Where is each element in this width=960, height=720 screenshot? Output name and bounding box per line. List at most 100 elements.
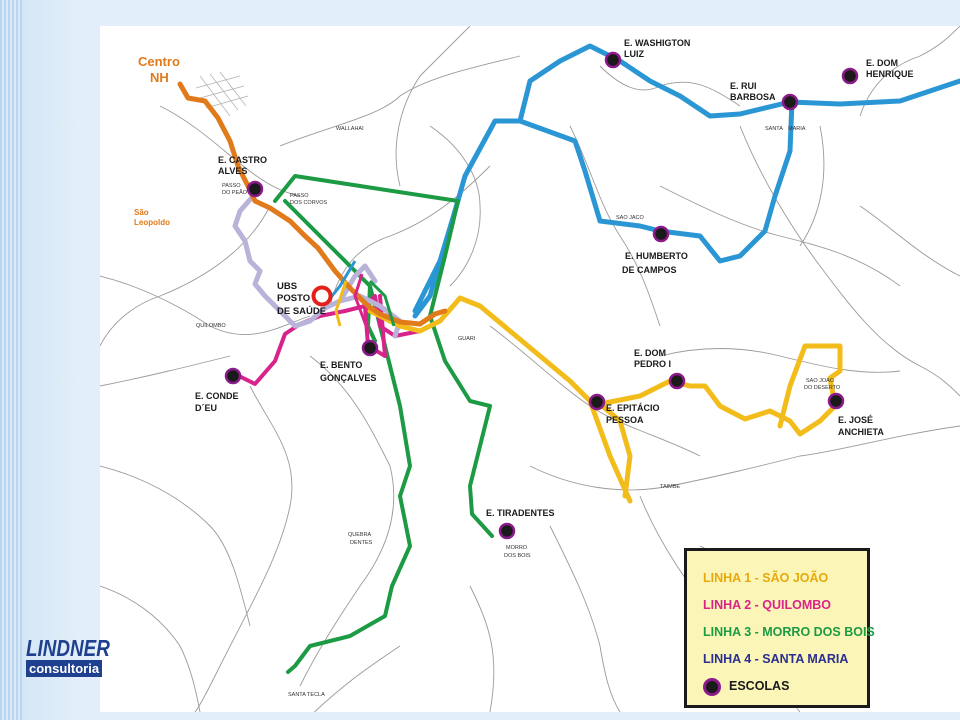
route-bundle [326,260,396,332]
school-label-jose-anchieta-2: ANCHIETA [838,427,884,437]
place-label-sao-joao-do-deserto-2: DO DESERTO [804,385,841,391]
road [329,165,491,307]
school-label-castro-alves-2: ALVES [218,166,247,176]
school-marker-epitacio-pessoa[interactable] [588,393,606,411]
place-label-sao-jaco: SAO JACO [616,215,645,221]
road [659,348,901,373]
school-marker-dom-pedro-i[interactable] [668,372,686,390]
place-label-quebra-dentes-1: QUEBRA [348,532,372,538]
road [549,525,621,712]
place-label-passo-do-peao-2: DO PEÃO [222,189,248,196]
school-label-dom-pedro-i-1: E. DOM [634,348,666,358]
road [279,55,521,147]
place-label-santa-maria: SANTA [765,126,783,132]
place-label-quilombo: QUILOMBO [196,323,226,329]
title-centro-line1: Centro [138,54,180,69]
bundle-linha-1 [334,280,348,327]
school-marker-tiradentes[interactable] [498,522,516,540]
school-dot-icon [703,677,721,696]
school-marker-rui-barbosa[interactable] [781,93,799,111]
school-label-dom-henrique-1: E. DOM [866,58,898,68]
title-labels: Centro NH São Leopoldo [134,54,180,227]
school-marker-jose-anchieta[interactable] [827,392,845,410]
legend-linha-1: LINHA 1 - SÃO JOÃO [703,571,829,585]
school-marker-bento-goncalves[interactable] [361,339,379,357]
ubs-marker[interactable] [311,285,333,307]
school-label-bento-goncalves-2: GONÇALVES [320,373,376,383]
bundle-linha-2 [353,273,370,332]
road [100,275,311,335]
route-linha-4[interactable] [412,43,960,319]
road [569,125,661,327]
school-label-conde-deu-1: E. CONDE [195,391,239,401]
school-label-washington-luiz-1: E. WASHIGTON [624,38,690,48]
place-label-wallahai: WALLAHAI [336,126,364,132]
route-map[interactable]: Centro NH São Leopoldo UBS POSTO DE SAÚD… [100,26,960,712]
road [429,125,481,287]
road [100,585,201,712]
place-label-morro-dos-bois-1: MORRO [506,545,528,551]
legend-linha-4: LINHA 4 - SANTA MARIA [703,652,849,666]
school-label-castro-alves-1: E. CASTRO [218,155,267,165]
school-label-bento-goncalves-1: E. BENTO [320,360,362,370]
legend-schools: ESCOLAS [703,673,867,700]
route-linha-3[interactable] [273,174,494,674]
road [299,355,395,687]
legend-linha-3: LINHA 3 - MORRO DOS BOIS [703,625,875,639]
grid-lines [195,71,249,117]
ubs-label: UBS POSTO DE SAÚDE [277,281,326,317]
school-marker-castro-alves[interactable] [246,180,264,198]
place-label-taimbe: TAIMBE [660,484,680,490]
school-marker-humberto-de-campos[interactable] [652,225,670,243]
road [194,385,293,712]
logo-word: LINDNER [26,635,110,661]
road [100,465,251,627]
ubs-label-line3: DE SAÚDE [277,305,326,317]
place-label-passo-dos-corvos-2: DOS CORVOS [290,200,328,206]
school-label-rui-barbosa-1: E. RUI [730,81,757,91]
school-label-dom-henrique-2: HENRIQUE [866,69,914,79]
road [395,26,471,187]
school-label-humberto-de-campos-1: E. HUMBERTO [625,251,688,261]
place-label-santa-maria-2: MARIA [788,126,806,132]
school-label-tiradentes: E. TIRADENTES [486,508,555,518]
legend-linha-2: LINHA 2 - QUILOMBO [703,598,832,612]
school-markers[interactable] [224,51,859,540]
route-linha-1[interactable] [367,295,843,504]
road [313,645,401,712]
road [469,585,495,712]
road [659,185,901,287]
place-label-santa-tecla: SANTA TECLA [288,692,325,698]
route-centro[interactable] [177,81,448,327]
school-labels: E. CASTRO ALVES E. WASHIGTON LUIZ E. RUI… [195,38,914,518]
school-marker-conde-deu[interactable] [224,367,242,385]
road [529,425,960,491]
place-labels: WALLAHAI PASSO DO PEÃO PASSO DOS CORVOS … [196,126,841,698]
school-label-conde-deu-2: D´EU [195,403,217,413]
school-label-jose-anchieta-1: E. JOSÉ [838,415,873,425]
road [489,325,701,457]
place-label-passo-do-peao-1: PASSO [222,183,241,189]
place-label-quebra-dentes-2: DENTES [350,540,373,546]
title-centro-line2: NH [150,70,169,85]
school-marker-dom-henrique[interactable] [841,67,859,85]
ubs-label-line1: UBS [277,281,297,292]
title-sao-leopoldo-line1: São [134,208,149,217]
school-label-washington-luiz-2: LUIZ [624,49,644,59]
road [859,205,960,277]
ubs-label-line2: POSTO [277,293,310,304]
place-label-sao-joao-do-deserto-1: SAO JOAO [806,378,835,384]
road [859,26,960,117]
place-label-passo-dos-corvos-1: PASSO [290,193,309,199]
school-label-epitacio-pessoa-2: PESSOA [606,415,644,425]
school-label-rui-barbosa-2: BARBOSA [730,92,776,102]
legend-schools-label: ESCOLAS [729,679,790,693]
school-marker-washington-luiz[interactable] [604,51,622,69]
road [599,65,741,107]
legend: LINHA 1 - SÃO JOÃO LINHA 2 - QUILOMBO LI… [684,548,875,708]
school-label-dom-pedro-i-2: PEDRO I [634,359,671,369]
school-label-humberto-de-campos-2: DE CAMPOS [622,265,677,275]
road [739,125,960,397]
title-sao-leopoldo-line2: Leopoldo [134,218,170,227]
place-label-guari: GUARI [458,336,476,342]
